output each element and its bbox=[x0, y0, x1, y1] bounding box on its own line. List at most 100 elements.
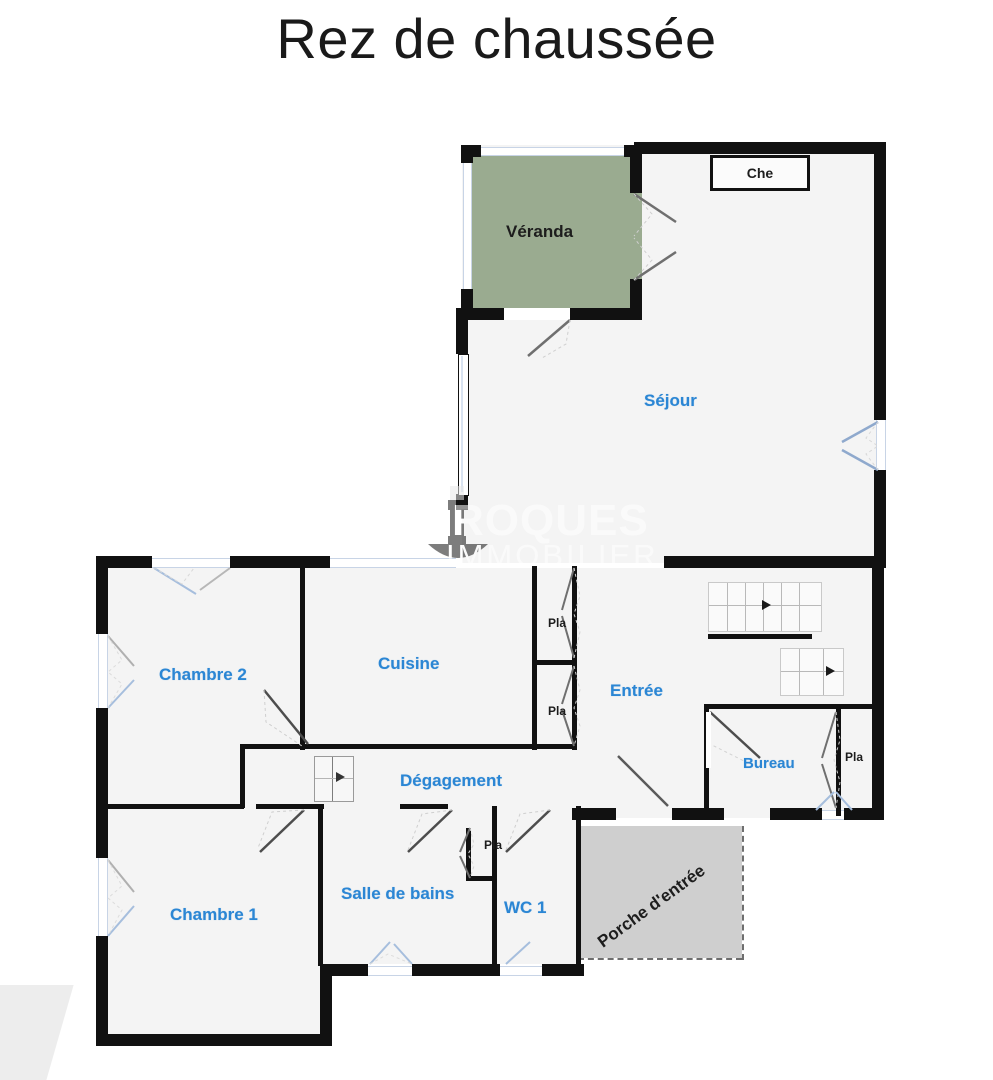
wall-chambre2-cuisine bbox=[300, 566, 305, 750]
room-salledebains-floor bbox=[320, 808, 494, 964]
wall-lower-left-d bbox=[96, 936, 108, 1046]
room-label-chambre2: Chambre 2 bbox=[159, 665, 247, 684]
room-porche-floor bbox=[578, 826, 742, 958]
wall-upper-right-top bbox=[874, 142, 886, 420]
door-bureau-placard-swing bbox=[821, 711, 841, 809]
bureau-bottom-window bbox=[822, 810, 844, 820]
door-wc1-to-degagement-swing bbox=[505, 809, 551, 853]
wall-degagement-bottom-b bbox=[256, 804, 324, 809]
room-veranda-floor bbox=[468, 148, 642, 308]
window-chambre2-left-swing bbox=[107, 635, 135, 709]
wall-veranda-right-bottom bbox=[630, 279, 642, 319]
wall-bureau-bottom bbox=[770, 808, 822, 820]
wall-chambre1-right-lower bbox=[320, 964, 332, 1046]
bureau-door-jamb bbox=[706, 712, 711, 768]
wall-sdb-placard-b bbox=[466, 876, 494, 881]
window-chambre1-left-swing bbox=[107, 859, 135, 937]
fixture-label-placard-cuisine-top: Pla bbox=[548, 616, 567, 630]
room-label-wc1: WC 1 bbox=[504, 898, 547, 917]
chambre1-left-window bbox=[98, 858, 108, 936]
door-sdb-placard-swing bbox=[459, 827, 475, 879]
wall-degagement-left bbox=[240, 744, 245, 808]
wall-veranda-left-bottom bbox=[461, 289, 473, 309]
room-label-cuisine: Cuisine bbox=[378, 654, 440, 673]
staircase-direction-arrow-lower bbox=[826, 666, 835, 676]
degagement-cabinet-arrow bbox=[336, 772, 345, 782]
cuisine-top-long-window bbox=[330, 558, 456, 568]
wall-upper-top bbox=[634, 142, 886, 154]
room-cuisine-floor bbox=[302, 568, 534, 746]
wall-degagement-bottom-c bbox=[400, 804, 448, 809]
wall-cuisine-placards bbox=[532, 566, 537, 750]
chambre2-top-window bbox=[152, 558, 230, 568]
door-chambre2-top-window-swing bbox=[153, 567, 231, 595]
wall-sdb-wc bbox=[492, 806, 497, 966]
cheminee-label: Che bbox=[746, 165, 774, 181]
window-bureau-bottom-swing bbox=[815, 791, 853, 811]
door-placard-top-swing bbox=[561, 567, 581, 659]
wc1-bottom-window bbox=[500, 966, 542, 976]
wall-veranda-left-top bbox=[461, 145, 473, 163]
fixture-cheminee: Che bbox=[710, 155, 810, 191]
wall-sdb-wc-bottom-a bbox=[320, 964, 368, 976]
sdb-bottom-window bbox=[368, 966, 412, 976]
door-veranda-bottom-swing bbox=[527, 319, 571, 359]
wall-lower-top-mid bbox=[230, 556, 330, 568]
fixture-label-placard-cuisine-bottom: Pla bbox=[548, 704, 567, 718]
room-label-degagement: Dégagement bbox=[400, 771, 503, 790]
staircase-landing-bar bbox=[708, 634, 812, 639]
veranda-bottom-opening bbox=[504, 308, 570, 320]
wall-degagement-bottom-a bbox=[108, 804, 244, 809]
wall-veranda-sejour-left bbox=[456, 308, 504, 320]
wall-lower-top-left bbox=[96, 556, 152, 568]
staircase-direction-arrow-upper bbox=[762, 600, 771, 610]
wall-upper-bottom bbox=[678, 556, 886, 568]
wall-lower-right bbox=[872, 556, 884, 818]
door-chambre2-to-degagement-swing bbox=[263, 689, 309, 747]
room-chambre2-floor bbox=[108, 568, 302, 758]
wall-sdb-wc-bottom-c bbox=[542, 964, 584, 976]
room-bureau-floor bbox=[706, 706, 838, 818]
wall-sdb-placard-a bbox=[466, 828, 471, 880]
room-label-veranda: Véranda bbox=[506, 222, 574, 241]
fixture-label-placard-sdb: Pla bbox=[484, 838, 503, 852]
wall-placards-entree bbox=[572, 566, 577, 750]
porche-dashed-right-edge bbox=[740, 826, 744, 960]
wall-bureau-bottom-right bbox=[844, 808, 884, 820]
wall-lower-top-right bbox=[664, 556, 684, 568]
wall-entree-bottom-a bbox=[572, 808, 616, 820]
wall-entree-bottom-b bbox=[672, 808, 724, 820]
chambre2-left-window bbox=[98, 634, 108, 708]
porche-dashed-bottom-edge bbox=[578, 956, 742, 960]
door-entree-to-porche-swing bbox=[617, 755, 669, 807]
wall-sejour-left-lower bbox=[456, 494, 468, 510]
window-wc1-bottom-swing bbox=[505, 941, 531, 965]
page-title: Rez de chaussée bbox=[276, 7, 717, 70]
window-sdb-bottom-swing bbox=[369, 941, 413, 965]
door-sejour-right-swing bbox=[841, 420, 879, 472]
room-label-bureau: Bureau bbox=[743, 755, 795, 772]
room-label-chambre1: Chambre 1 bbox=[170, 905, 258, 924]
door-chambre1-to-degagement-swing bbox=[257, 809, 305, 853]
wall-sdb-wc-bottom-b bbox=[412, 964, 500, 976]
door-placard-bottom-swing bbox=[561, 665, 581, 747]
wall-degagement-top bbox=[240, 744, 576, 749]
wall-bureau-placard bbox=[836, 704, 841, 816]
door-sdb-to-degagement-swing bbox=[407, 809, 453, 853]
wall-veranda-right-top bbox=[630, 145, 642, 193]
wall-veranda-sejour-right bbox=[570, 308, 642, 320]
door-veranda-to-sejour-swing bbox=[633, 192, 677, 282]
veranda-top-window bbox=[481, 147, 624, 156]
veranda-left-window bbox=[463, 163, 472, 289]
wall-bureau-top bbox=[704, 704, 884, 709]
fixture-label-placard-bureau: Pla bbox=[845, 750, 864, 764]
room-label-sejour: Séjour bbox=[644, 391, 697, 410]
degagement-cabinet bbox=[314, 756, 354, 802]
room-label-entree: Entrée bbox=[610, 681, 663, 700]
sejour-left-bay-window bbox=[458, 354, 469, 496]
room-placards-floor bbox=[534, 568, 576, 746]
wall-chambre1-sdb bbox=[318, 806, 323, 966]
wall-chambre1-bottom bbox=[96, 1034, 332, 1046]
wall-lower-left-a bbox=[96, 556, 108, 634]
